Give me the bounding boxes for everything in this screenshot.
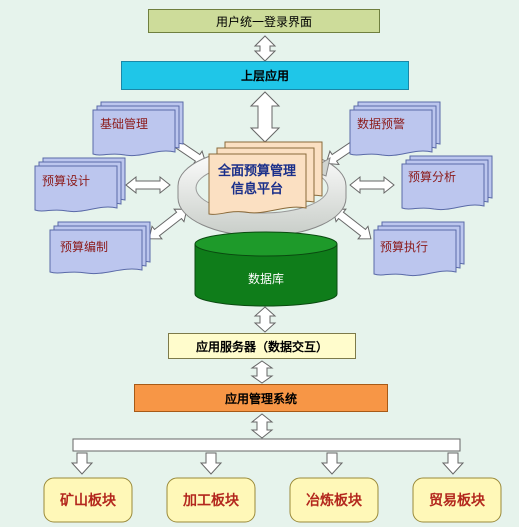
- module-budget-analysis[interactable]: 预算分析: [408, 170, 457, 184]
- upper-layer-applications[interactable]: 上层应用: [121, 61, 409, 90]
- module-doc-budget-analysis: [401, 155, 493, 211]
- module-doc-basic-management: [92, 101, 184, 157]
- database-cylinder: [194, 231, 338, 307]
- module-budget-compilation[interactable]: 预算编制: [60, 240, 109, 254]
- module-doc-budget-compilation: [49, 221, 151, 275]
- segment-processing[interactable]: 加工板块: [183, 493, 239, 509]
- module-doc-budget-execution: [373, 221, 465, 277]
- segment-trade[interactable]: 贸易板块: [429, 493, 485, 509]
- connector-title-upper: [253, 35, 277, 62]
- center-platform-label[interactable]: 全面预算管理 信息平台: [209, 158, 305, 204]
- unified-login-title[interactable]: 用户统一登录界面: [148, 9, 380, 33]
- connector-server-management: [250, 360, 274, 384]
- module-data-warning[interactable]: 数据预警: [357, 117, 406, 131]
- module-basic-management[interactable]: 基础管理: [100, 117, 149, 131]
- app-management-system-box[interactable]: 应用管理系统: [134, 384, 388, 412]
- connector-database-server: [253, 306, 277, 333]
- connector-upper-platform: [249, 91, 281, 143]
- connector-management-bar: [250, 413, 274, 439]
- module-doc-budget-design: [34, 157, 126, 213]
- segment-boxes: [43, 477, 502, 523]
- center-platform-line2: 信息平台: [230, 182, 283, 197]
- platform-document-stack: [208, 141, 323, 215]
- module-budget-execution[interactable]: 预算执行: [380, 240, 429, 254]
- center-platform-line1: 全面预算管理: [217, 164, 296, 179]
- module-connectors: [125, 134, 395, 240]
- segment-mining[interactable]: 矿山板块: [60, 493, 116, 509]
- database-label[interactable]: 数据库: [247, 272, 284, 286]
- app-server-box[interactable]: 应用服务器（数据交互）: [168, 333, 356, 359]
- module-budget-design[interactable]: 预算设计: [42, 174, 91, 188]
- segment-smelting[interactable]: 冶炼板块: [306, 493, 362, 509]
- module-doc-data-warning: [349, 101, 441, 157]
- segment-down-arrows: [70, 452, 465, 475]
- distribution-bar: [72, 438, 461, 452]
